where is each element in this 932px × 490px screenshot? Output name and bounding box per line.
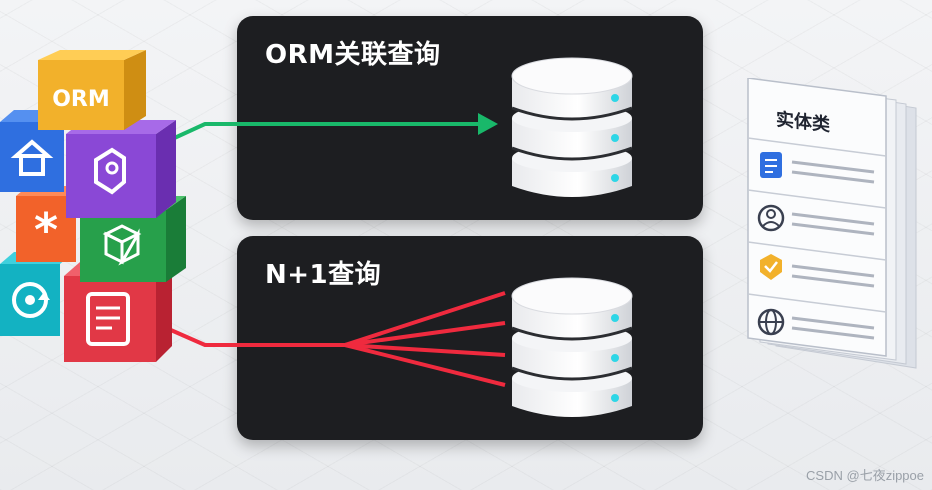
entity-document-stack: 实体类 <box>740 77 930 378</box>
orm-query-panel: ORM关联查询 <box>237 16 703 220</box>
orm-cube-stack: * ORM <box>0 50 186 362</box>
database-icon <box>511 277 633 417</box>
map-pin-cube <box>66 120 176 218</box>
orm-query-title: ORM关联查询 <box>265 40 441 70</box>
document-icon <box>760 152 782 178</box>
entity-document <box>747 77 917 369</box>
orm-cube: ORM <box>38 50 146 130</box>
user-icon <box>757 204 785 232</box>
sync-cube <box>0 252 74 336</box>
orm-cube-label: ORM <box>52 87 110 112</box>
globe-icon <box>757 308 785 336</box>
svg-text:*: * <box>34 203 58 257</box>
watermark: CSDN @七夜zippoe <box>806 468 924 483</box>
database-icon <box>511 57 633 197</box>
n-plus-one-title: N+1查询 <box>265 260 382 290</box>
shield-check-icon <box>760 254 782 280</box>
n-plus-one-panel: N+1查询 <box>237 236 703 440</box>
entity-document-title: 实体类 <box>776 109 830 136</box>
